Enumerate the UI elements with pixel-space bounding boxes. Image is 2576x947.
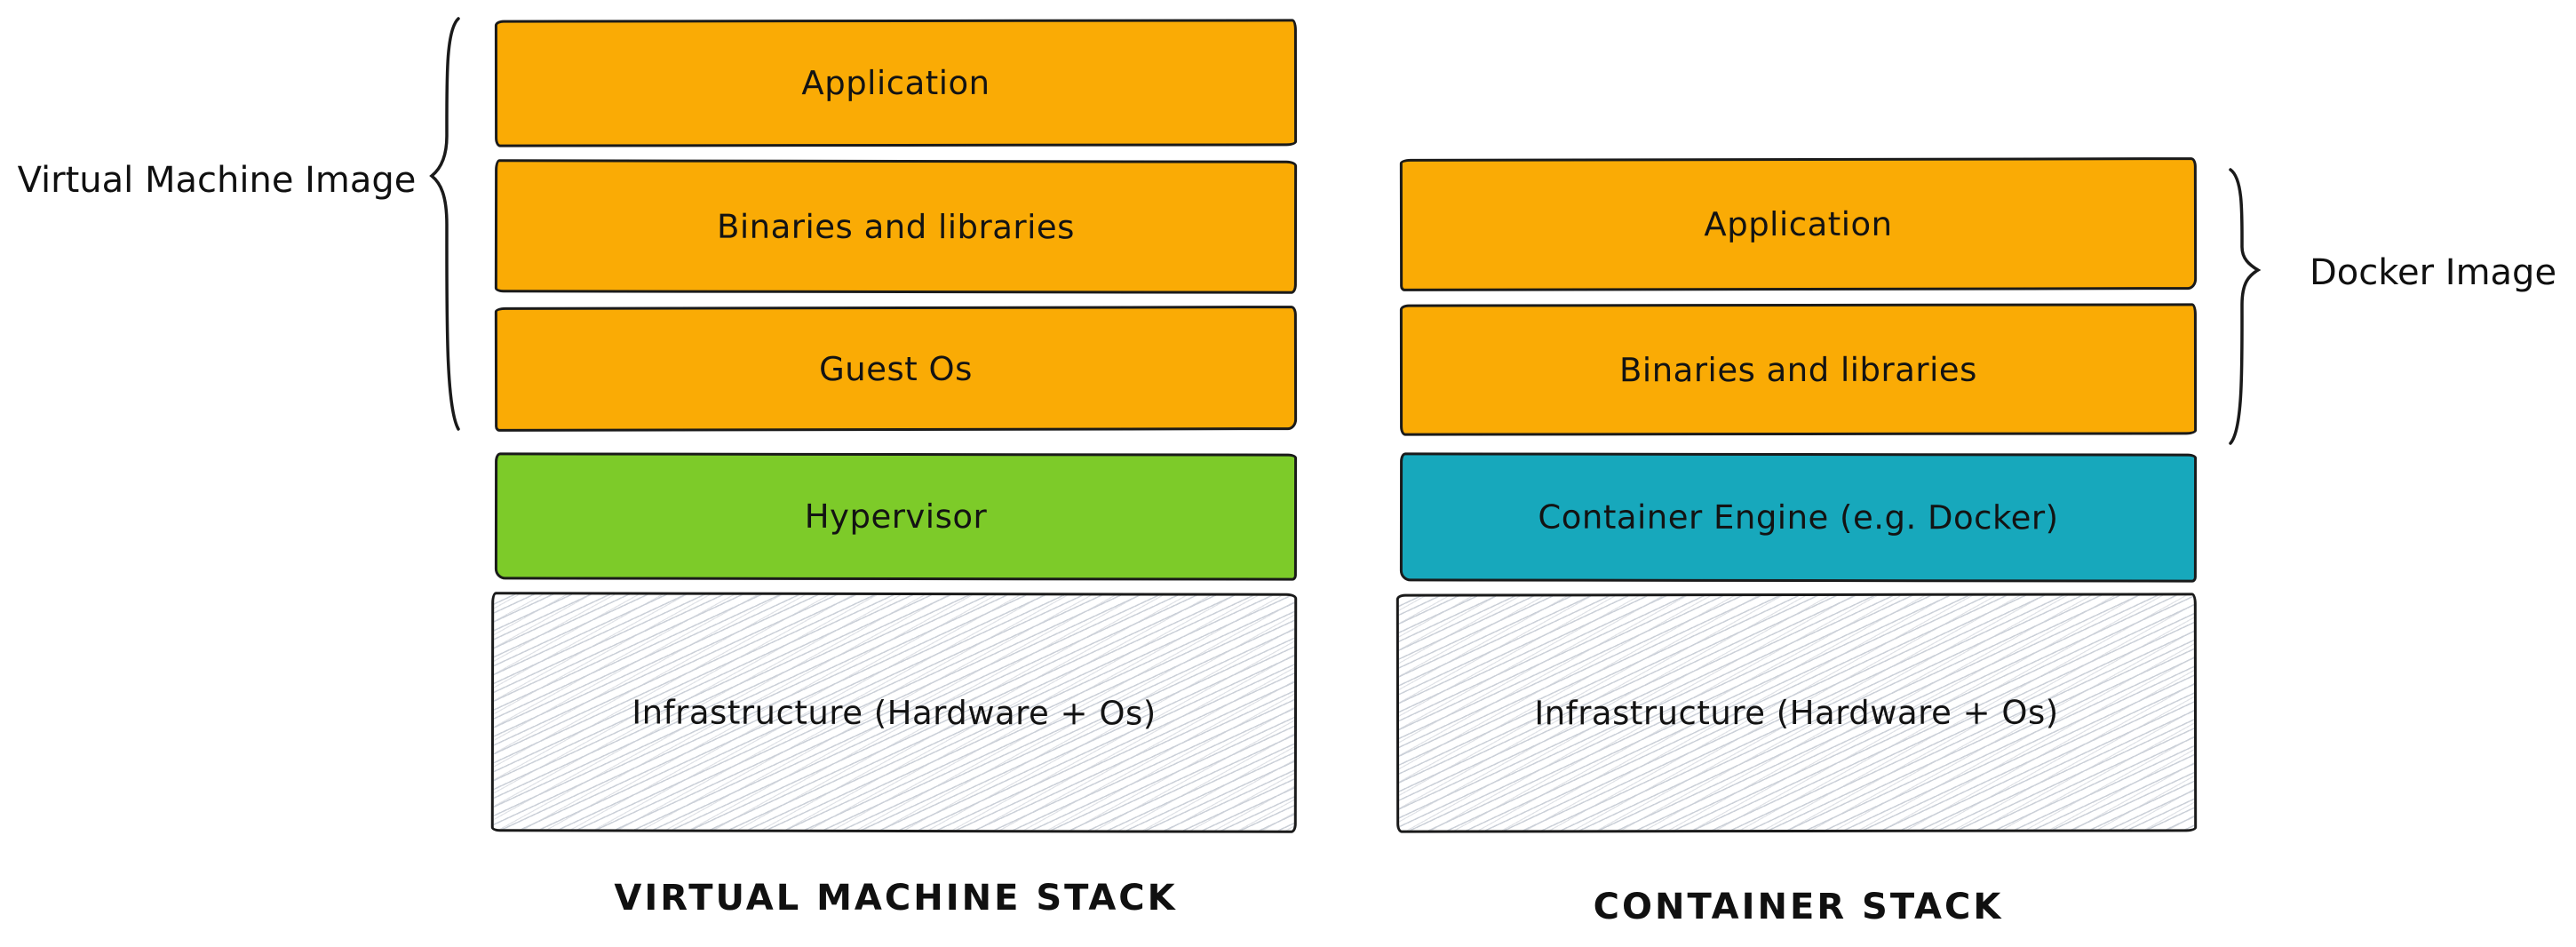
vm-layer-guest-os: Guest Os bbox=[494, 306, 1298, 432]
container-layer-application: Application bbox=[1399, 157, 2198, 291]
layer-label: Binaries and libraries bbox=[716, 207, 1075, 246]
docker-image-brace bbox=[2222, 167, 2262, 446]
layer-label: Hypervisor bbox=[804, 497, 988, 537]
layer-label: Guest Os bbox=[819, 349, 973, 388]
container-layer-infrastructure: Infrastructure (Hardware + Os) bbox=[1395, 593, 2198, 833]
vm-image-label: Virtual Machine Image bbox=[17, 160, 417, 201]
layer-label: Infrastructure (Hardware + Os) bbox=[632, 692, 1157, 733]
docker-image-label: Docker Image bbox=[2310, 252, 2557, 293]
container-stack-caption: CONTAINER STACK bbox=[1593, 887, 2004, 927]
vm-stack-caption: VIRTUAL MACHINE STACK bbox=[614, 878, 1178, 919]
curly-brace-right-icon bbox=[2229, 168, 2262, 445]
vm-image-brace bbox=[428, 16, 465, 432]
container-layer-container-engine: Container Engine (e.g. Docker) bbox=[1399, 452, 2198, 583]
container-layer-binaries-libraries: Binaries and libraries bbox=[1399, 303, 2198, 436]
vm-layer-infrastructure: Infrastructure (Hardware + Os) bbox=[490, 592, 1298, 833]
layer-label: Container Engine (e.g. Docker) bbox=[1538, 497, 2059, 537]
layer-label: Infrastructure (Hardware + Os) bbox=[1534, 693, 2059, 733]
vm-layer-application: Application bbox=[494, 19, 1298, 147]
curly-brace-left-icon bbox=[429, 17, 460, 431]
layer-label: Binaries and libraries bbox=[1619, 350, 1977, 389]
layer-label: Application bbox=[1704, 204, 1893, 244]
vm-layer-binaries-libraries: Binaries and libraries bbox=[494, 159, 1298, 294]
layer-label: Application bbox=[801, 63, 990, 103]
vm-layer-hypervisor: Hypervisor bbox=[494, 452, 1298, 581]
